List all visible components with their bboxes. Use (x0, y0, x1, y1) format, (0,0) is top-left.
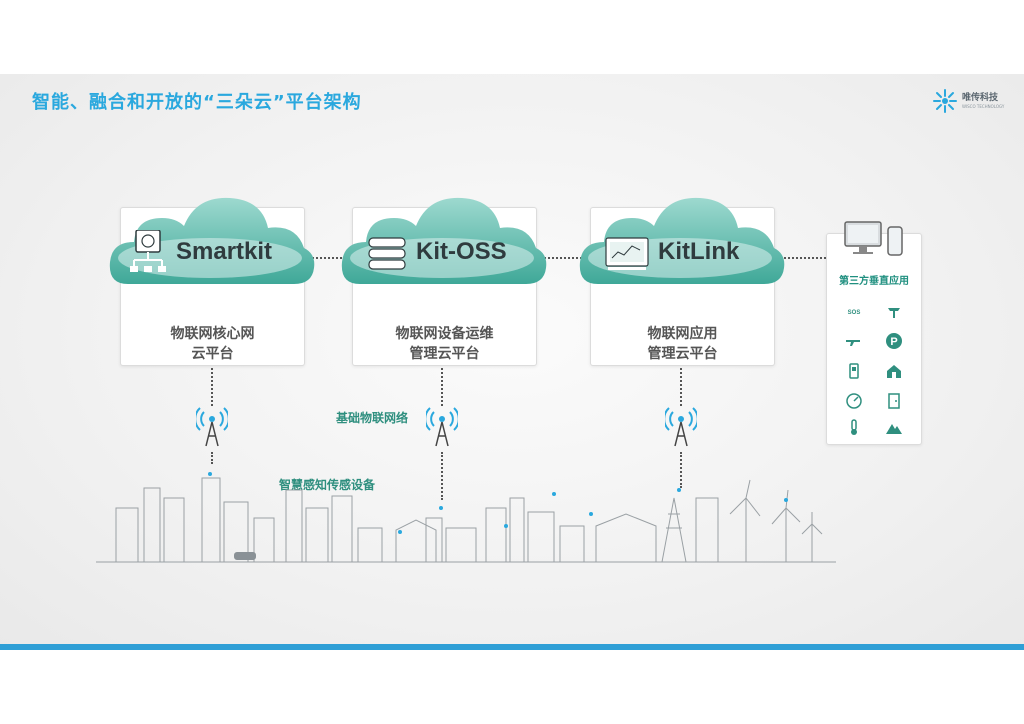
parking-icon: P (885, 332, 903, 350)
antenna-tower-icon-2 (426, 407, 458, 447)
city-skyline-illustration (96, 472, 836, 563)
vertical-connector-3b (680, 452, 682, 488)
network-layer-label: 基础物联网络 (336, 411, 409, 425)
connector-smartkit-kitoss (300, 257, 358, 259)
mountain-icon (885, 418, 903, 436)
platform-desc-line1: 物联网设备运维 (395, 326, 494, 342)
platform-desc-line1: 物联网应用 (647, 326, 718, 342)
connector-kitoss-kitlink (532, 257, 590, 259)
sensor-layer-label: 智慧感知传感设备 (279, 478, 376, 492)
dashboard-screen-icon (605, 237, 649, 270)
network-topology-icon (130, 230, 166, 272)
desktop-computer-icon (844, 221, 882, 254)
page-title: 智能、融合和开放的“三朵云”平台架构 (32, 92, 362, 113)
platform-desc-line2: 管理云平台 (647, 346, 718, 362)
platform-name-smartkit: Smartkit (176, 238, 273, 265)
smartphone-icon (887, 226, 903, 256)
gauge-icon (845, 392, 863, 410)
vertical-connector-2b (441, 452, 443, 500)
antenna-tower-icon-3 (665, 407, 697, 447)
car-icon (234, 552, 256, 560)
platform-desc-line2: 云平台 (191, 346, 234, 362)
door-icon (885, 392, 903, 410)
third-party-apps-panel: 第三方垂直应用 SOS P (826, 221, 922, 445)
vertical-connector-1 (211, 364, 213, 406)
third-party-label: 第三方垂直应用 (839, 276, 909, 287)
platform-desc-line2: 管理云平台 (409, 346, 480, 362)
parking-text: P (890, 336, 897, 348)
sos-text: SOS (848, 310, 861, 316)
bottom-accent-bar (0, 644, 1024, 650)
ups-icon (845, 362, 863, 380)
sos-icon: SOS (845, 302, 863, 320)
street-lamp-icon (885, 302, 903, 320)
connector-kitlink-thirdparty (772, 257, 826, 259)
logo-subtitle: WISCO TECHNOLOGY (962, 103, 1005, 109)
house-icon (885, 362, 903, 380)
vertical-connector-2 (441, 364, 443, 406)
platform-name-kitoss: Kit-OSS (416, 238, 507, 265)
vertical-connector-3 (680, 364, 682, 406)
antenna-tower-icon-1 (196, 407, 228, 447)
platform-desc-line1: 物联网核心网 (170, 326, 255, 342)
database-icon (368, 237, 406, 270)
rifle-icon (845, 332, 863, 350)
starburst-logo-icon (933, 89, 957, 113)
vertical-connector-1b (211, 452, 213, 464)
logo-name: 唯传科技 (962, 92, 999, 103)
company-logo: 唯传科技 WISCO TECHNOLOGY (932, 88, 1004, 114)
thermometer-icon (845, 418, 863, 436)
platform-name-kitlink: KitLink (658, 238, 740, 265)
